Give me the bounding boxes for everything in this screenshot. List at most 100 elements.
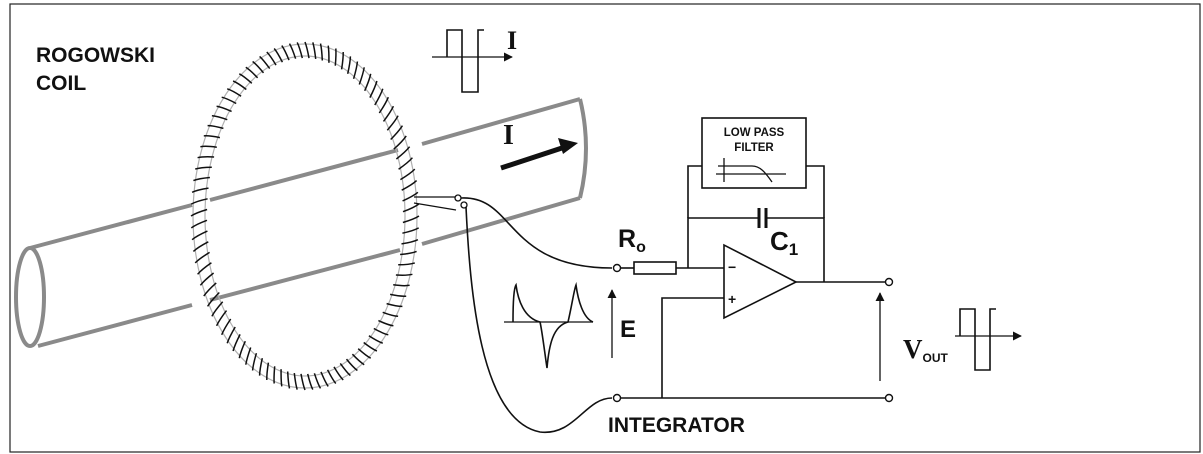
feedback-network: C1 LOW PASS FILTER: [687, 117, 825, 282]
coil-turn: [382, 105, 395, 122]
filter-label-line2: FILTER: [734, 142, 774, 154]
resistor-label-sub: o: [636, 239, 646, 256]
vout-pulse-waveform: [955, 308, 1022, 371]
coil-turn: [382, 311, 399, 318]
current-arrow-head: [558, 138, 578, 154]
coil-turn: [398, 157, 413, 170]
capacitor-label-main: C: [770, 226, 789, 256]
pipe-bottom-edge-mid: [209, 248, 401, 302]
vout-label-main: V: [903, 334, 923, 364]
coil-turn: [197, 156, 215, 159]
rogowski-coil-winding: [190, 41, 420, 391]
output-terminal-bottom: [884, 393, 894, 403]
coil-turn: [190, 208, 208, 217]
coil-turn: [259, 55, 271, 70]
coil-label-line2: COIL: [36, 72, 86, 95]
coil-leads: [413, 194, 613, 433]
coil-turn: [320, 371, 329, 387]
conductor-pipe: [14, 97, 588, 348]
coil-turn: [390, 125, 404, 141]
coil-turn: [207, 124, 224, 130]
coil-turn: [190, 219, 208, 229]
coil-turn: [273, 366, 276, 384]
coil-turn: [226, 326, 236, 344]
coil-turn: [232, 80, 247, 91]
coil-turn: [288, 43, 297, 59]
pipe-top-edge-mid: [209, 148, 399, 202]
coil-turn: [378, 319, 394, 327]
pipe-bottom-edge-left: [37, 303, 193, 348]
coil-turn: [358, 67, 365, 85]
low-pass-filter-box: [701, 117, 807, 189]
coil-turn: [296, 42, 304, 59]
filter-icon-curve: [718, 165, 773, 183]
coil-turn: [216, 105, 232, 113]
spike-waveform-icon: [512, 281, 594, 369]
coil-turn: [312, 42, 317, 59]
coil-turn: [400, 250, 417, 256]
coil-turn: [238, 73, 253, 84]
resistor-label-main: R: [618, 225, 636, 253]
coil-turn: [326, 369, 337, 384]
coil-turns: [190, 41, 420, 391]
coil-turn: [402, 203, 420, 213]
coil-turn: [401, 180, 418, 191]
input-terminal-bottom: [612, 393, 622, 403]
coil-turn: [193, 176, 210, 182]
coil-turn: [280, 369, 283, 387]
emf-waveform: E: [504, 281, 636, 369]
coil-turn: [191, 187, 209, 193]
coil-turn: [215, 310, 228, 327]
current-label: I: [503, 120, 514, 151]
op-amp-triangle: [723, 243, 798, 320]
resistor-body: [633, 261, 677, 275]
vout-label: VOUT: [903, 334, 949, 365]
lead-to-input: [460, 197, 613, 269]
coil-turn: [339, 362, 351, 377]
coil-turn: [401, 239, 419, 245]
coil-turn: [192, 241, 209, 252]
coil-turn: [369, 80, 378, 98]
coil-turn: [398, 262, 416, 266]
coil-turn: [200, 145, 217, 148]
coil-turn: [346, 56, 352, 74]
filter-branch-left: [687, 165, 702, 218]
coil-turn: [226, 88, 242, 97]
coil-turn: [300, 373, 306, 391]
current-direction: I: [500, 120, 578, 171]
coil-turn: [203, 282, 217, 297]
coil-turn: [251, 352, 258, 371]
capacitor-label-sub: 1: [789, 240, 798, 259]
coil-turn: [386, 115, 399, 131]
coil-turn: [245, 66, 259, 79]
coil-turn: [327, 45, 330, 63]
coil-turn: [402, 227, 420, 234]
coil-turn: [293, 373, 298, 390]
coil-turn: [389, 293, 407, 297]
pipe-top-edge-right: [421, 97, 581, 146]
coil-turn: [194, 251, 210, 264]
op-amp-minus-label: −: [728, 259, 736, 275]
op-amp: − +: [661, 243, 885, 398]
coil-core-inner: [204, 55, 406, 377]
coil-turn: [221, 96, 237, 105]
coil-turn: [345, 358, 358, 372]
coil-turn: [266, 362, 270, 381]
input-terminal-top: [612, 263, 622, 273]
coil-terminal-b: [460, 201, 468, 209]
integrator-label: INTEGRATOR: [608, 414, 745, 437]
coil-turn: [206, 291, 220, 307]
coil-turn: [190, 198, 208, 205]
lead-return: [465, 206, 613, 433]
coil-turn: [232, 334, 241, 352]
coil-turn: [393, 284, 410, 287]
coil-turn: [313, 373, 322, 389]
coil-turn: [221, 318, 232, 336]
lowpass-rolloff-icon: [716, 158, 786, 183]
coil-turn: [352, 61, 359, 80]
coil-turn: [273, 48, 284, 63]
noninverting-input-wire: [661, 297, 724, 398]
coil-turn: [306, 373, 314, 390]
